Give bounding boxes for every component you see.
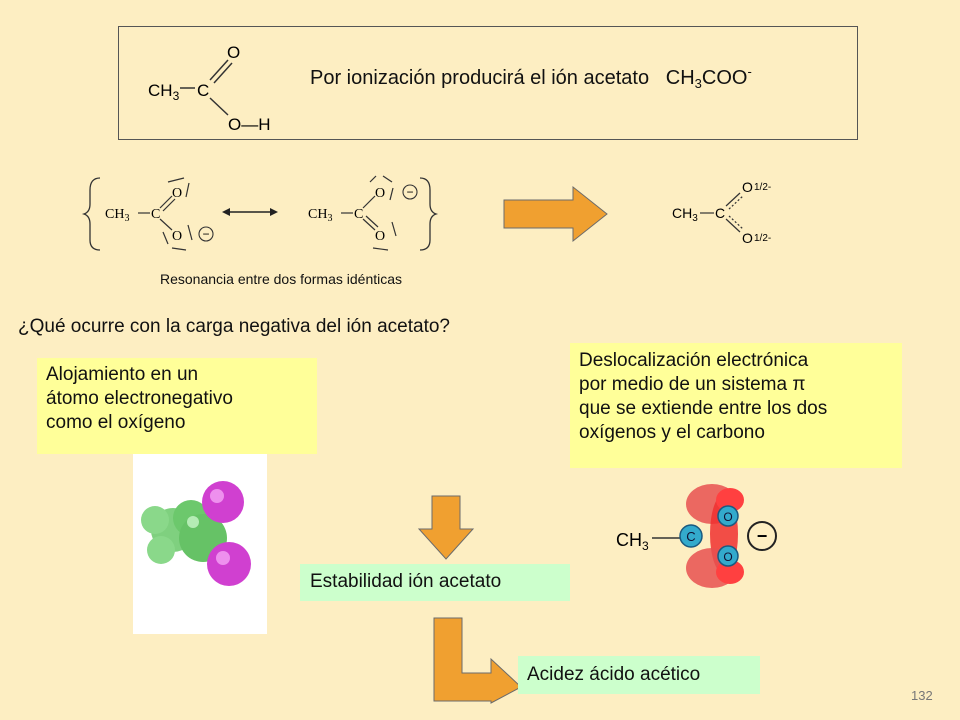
acetate-hybrid-structure: CH3 C O 1/2- O 1/2- bbox=[672, 179, 771, 246]
resonance-caption: Resonancia entre dos formas idénticas bbox=[160, 271, 403, 287]
stability-box: Estabilidad ión acetato bbox=[300, 564, 570, 601]
acid-o-top: O bbox=[227, 43, 240, 62]
localization-line: átomo electronegativo bbox=[46, 388, 233, 409]
acid-oh: O—H bbox=[228, 115, 271, 134]
localization-line: como el oxígeno bbox=[46, 412, 186, 433]
acid-c: C bbox=[197, 81, 209, 100]
svg-text:C: C bbox=[151, 207, 160, 222]
svg-text:O: O bbox=[172, 229, 182, 244]
svg-text:O: O bbox=[375, 229, 385, 244]
localization-line: Alojamiento en un bbox=[46, 364, 199, 385]
acidity-box: Acidez ácido acético bbox=[518, 656, 760, 694]
svg-text:−: − bbox=[202, 227, 209, 241]
svg-text:CH3: CH3 bbox=[105, 207, 129, 224]
ionization-box bbox=[118, 26, 858, 140]
resonance-arrow-icon bbox=[222, 208, 278, 216]
question-text: ¿Qué ocurre con la carga negativa del ió… bbox=[18, 316, 450, 337]
delocalization-box: Deslocalización electrónica por medio de… bbox=[570, 343, 902, 468]
delocalization-line: oxígenos y el carbono bbox=[579, 422, 765, 443]
resonance-form-left: CH3 C O O − bbox=[105, 177, 214, 251]
block-arrow-down-icon bbox=[417, 495, 475, 560]
svg-text:CH3: CH3 bbox=[308, 207, 332, 224]
delocalization-line: que se extiende entre los dos bbox=[579, 398, 828, 419]
acetic-acid-structure: O CH3 C O—H bbox=[148, 43, 271, 134]
svg-text:O: O bbox=[742, 179, 753, 195]
bent-arrow-icon bbox=[433, 617, 522, 704]
svg-text:C: C bbox=[715, 205, 725, 221]
svg-text:O: O bbox=[723, 510, 732, 524]
molecule-model-image bbox=[133, 450, 267, 634]
svg-text:CH3: CH3 bbox=[616, 530, 649, 553]
ionization-text: Por ionización producirá el ión acetato … bbox=[310, 64, 752, 91]
block-arrow-right-icon bbox=[503, 185, 608, 243]
svg-text:C: C bbox=[354, 207, 363, 222]
resonance-form-right: CH3 C O O − bbox=[308, 175, 418, 251]
delocalization-line: Deslocalización electrónica bbox=[579, 350, 809, 371]
acid-ch3: CH3 bbox=[148, 81, 180, 103]
svg-text:O: O bbox=[375, 186, 385, 201]
svg-text:C: C bbox=[686, 529, 695, 544]
page-number: 132 bbox=[911, 688, 933, 703]
svg-text:−: − bbox=[406, 185, 413, 199]
svg-text:CH3: CH3 bbox=[672, 205, 698, 224]
hybrid-top-charge: 1/2- bbox=[754, 182, 771, 193]
localization-box: Alojamiento en un átomo electronegativo … bbox=[37, 358, 317, 454]
svg-text:−: − bbox=[757, 526, 768, 546]
acetate-formula: CH3COO- bbox=[665, 64, 752, 91]
svg-text:O: O bbox=[742, 230, 753, 246]
svg-text:O: O bbox=[172, 186, 182, 201]
resonance-structures: CH3 C O O − CH3 C O O − bbox=[81, 175, 439, 251]
svg-text:O: O bbox=[723, 550, 732, 564]
delocalization-line: por medio de un sistema π bbox=[579, 374, 806, 395]
pi-orbital-model: CH3 C O O − bbox=[616, 484, 777, 588]
hybrid-bottom-charge: 1/2- bbox=[754, 233, 771, 244]
